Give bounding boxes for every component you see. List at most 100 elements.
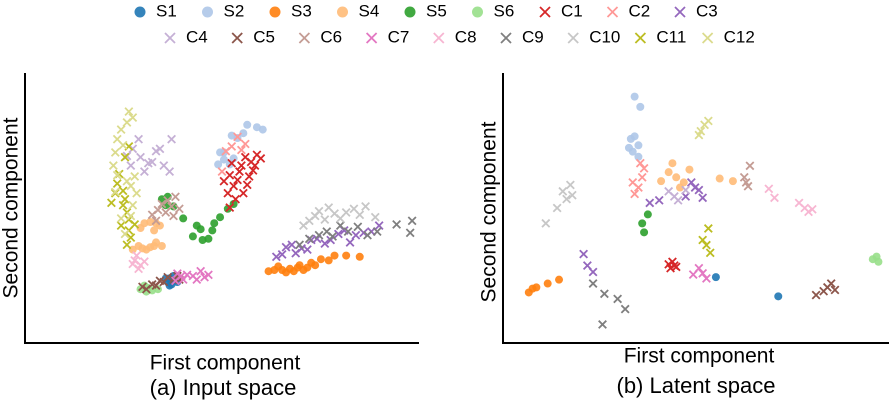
legend-item-c1: C1 [539, 1, 583, 20]
point-c4 [155, 144, 165, 154]
point-c11 [130, 219, 140, 229]
point-s5 [204, 234, 213, 243]
legend-item-c9: C9 [500, 27, 544, 46]
point-c9 [392, 219, 402, 229]
legend-label: C4 [186, 27, 208, 46]
point-c1 [238, 188, 248, 198]
point-s5 [210, 219, 219, 228]
point-c10 [558, 186, 568, 196]
point-c12 [126, 181, 136, 191]
point-c4 [165, 167, 175, 177]
point-c2 [233, 132, 242, 142]
point-c8 [764, 184, 774, 194]
legend-marker-s1 [134, 6, 146, 18]
point-c9 [613, 294, 623, 304]
point-c11 [106, 198, 116, 208]
point-c1 [235, 167, 244, 177]
legend-marker-c10 [567, 32, 579, 44]
point-c1 [229, 181, 239, 191]
point-c12 [694, 130, 704, 140]
point-c9 [353, 222, 363, 232]
point-c4 [167, 134, 176, 144]
point-c11 [705, 248, 715, 258]
point-c10 [552, 203, 562, 213]
legend-marker-c2 [606, 6, 619, 18]
point-c1 [671, 262, 681, 272]
legend-item-s5: S5 [404, 1, 447, 20]
legend-label: S3 [291, 1, 312, 20]
point-c1 [667, 257, 677, 267]
point-c9 [295, 240, 305, 250]
point-s5 [643, 210, 652, 219]
legend-item-c3: C3 [674, 1, 718, 20]
legend-item-s1: S1 [134, 1, 177, 20]
point-c2 [236, 145, 246, 155]
point-s4 [157, 242, 166, 250]
point-c9 [598, 320, 607, 329]
point-c6 [167, 201, 176, 211]
point-c10 [567, 190, 577, 200]
point-c7 [698, 268, 708, 278]
point-c6 [739, 172, 749, 182]
point-s3 [324, 256, 333, 265]
point-c8 [770, 193, 779, 203]
point-s2 [219, 155, 228, 164]
legend-marker-s2 [202, 6, 213, 18]
point-s5 [640, 228, 649, 237]
point-c4 [136, 152, 145, 162]
point-c9 [304, 234, 314, 244]
legend-item-c11: C11 [634, 27, 686, 46]
point-c1 [236, 161, 246, 171]
legend-label: C6 [320, 27, 342, 46]
point-c2 [639, 163, 649, 173]
point-s5 [638, 219, 647, 228]
point-c12 [132, 188, 142, 198]
point-s3 [311, 261, 320, 270]
legend-marker-s6 [472, 6, 483, 18]
point-c3 [287, 240, 297, 250]
point-c4 [134, 134, 144, 144]
point-c3 [320, 239, 330, 249]
point-s6 [874, 257, 883, 266]
legend-item-s6: S6 [472, 1, 514, 20]
point-c11 [116, 221, 126, 231]
point-c6 [151, 216, 161, 226]
point-s5 [216, 213, 225, 222]
legend-label: C9 [522, 27, 544, 46]
point-c11 [126, 233, 136, 243]
legend-label: S1 [156, 1, 177, 20]
legend-label: C2 [629, 1, 651, 20]
point-c4 [673, 195, 683, 205]
legend-label: C3 [696, 1, 718, 20]
point-c12 [120, 229, 130, 239]
point-s2 [630, 132, 639, 141]
point-c11 [702, 240, 711, 250]
point-s5 [188, 232, 197, 241]
point-c1 [227, 158, 237, 168]
point-c9 [343, 227, 353, 237]
legend-label: C10 [589, 27, 620, 46]
legend-label: C1 [561, 1, 583, 20]
point-c9 [588, 279, 598, 288]
point-c7 [203, 270, 213, 280]
point-c5 [826, 279, 836, 288]
point-c2 [217, 167, 227, 177]
legend-item-c7: C7 [365, 27, 409, 46]
point-c2 [227, 141, 237, 151]
point-c1 [231, 194, 241, 204]
point-c10 [541, 218, 551, 228]
point-c3 [277, 249, 287, 259]
point-c9 [314, 230, 324, 240]
legend-item-c12: C12 [701, 27, 755, 46]
panel-caption: (b) Latent space [617, 373, 776, 398]
point-s3 [543, 279, 552, 288]
point-c12 [118, 140, 128, 150]
point-c8 [132, 251, 142, 261]
y-axis-label: Second component [0, 117, 23, 298]
point-s4 [728, 177, 737, 186]
point-c3 [694, 185, 704, 195]
point-c12 [110, 187, 120, 197]
legend-marker-c7 [365, 32, 378, 44]
point-c12 [116, 125, 126, 135]
